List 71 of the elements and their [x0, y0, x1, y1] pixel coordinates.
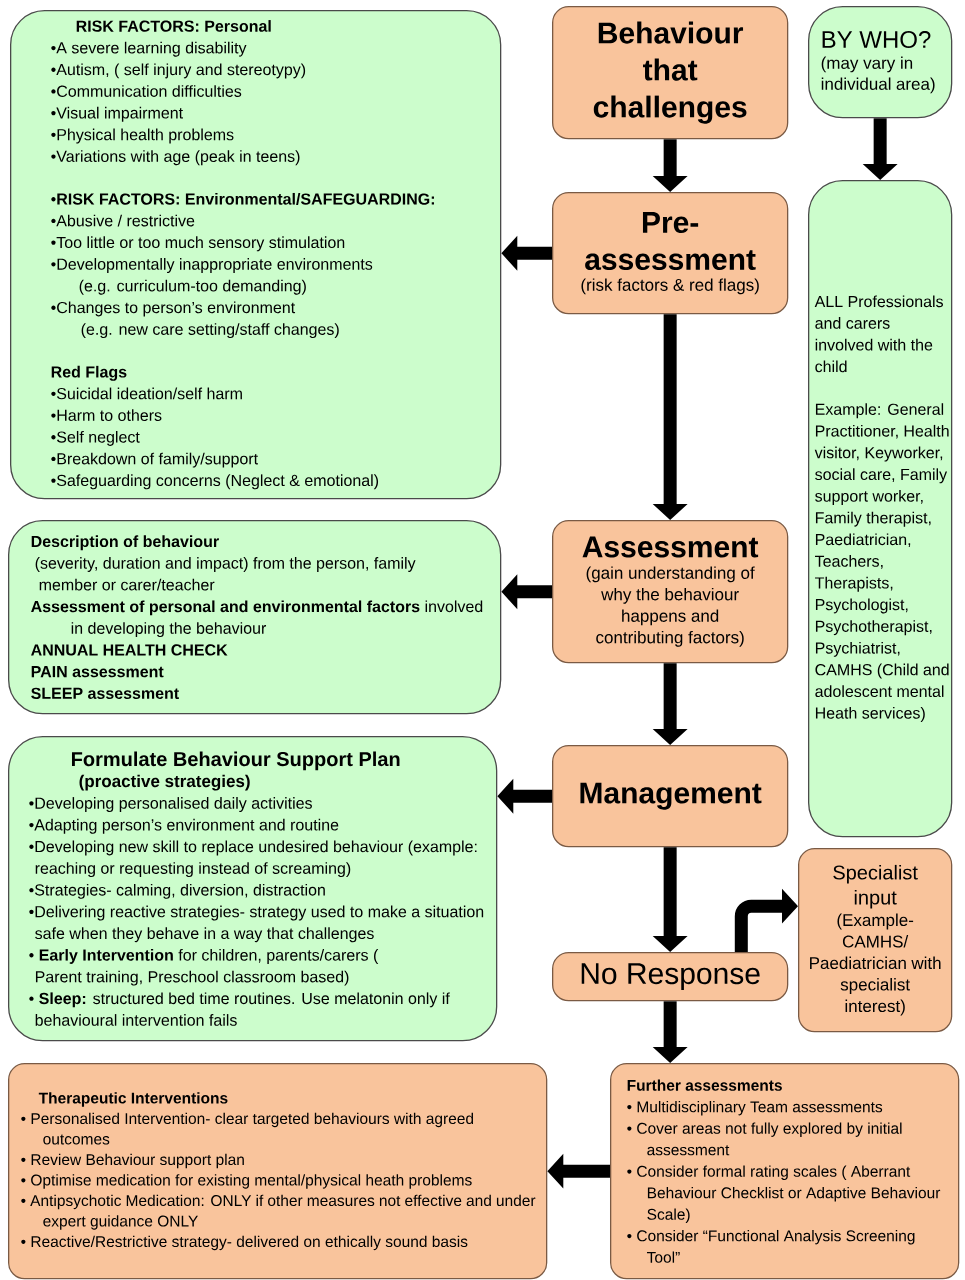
list-item: •Changes to person’s environment — [51, 301, 296, 317]
list-item: •Developing new skill to replace undesired behaviour (example: reaching or requesting instead of screaming) — [29, 840, 477, 878]
list-item: •Safeguarding concerns (Neglect & emotional) — [51, 474, 379, 490]
list-item: •Self neglect — [51, 430, 140, 446]
box-text: ALL Professionals and carers involved with the child — [814, 295, 943, 373]
list-item: •Too little or too much sensory stimulation — [51, 236, 345, 252]
list-item: • Personalised Intervention- clear targeted behaviours with agreed outcomes — [21, 1112, 474, 1145]
process-box — [552, 6, 789, 140]
section-heading: Description of behaviour — [31, 535, 219, 551]
info-panel — [8, 736, 498, 1042]
list-item: •Physical health problems — [51, 128, 234, 144]
section-heading: Therapeutic Interventions — [38, 1092, 228, 1107]
section-heading: Red Flags — [51, 365, 127, 381]
list-item: •Communication difficulties — [51, 85, 242, 97]
box-title: Behaviour that challenges — [593, 21, 747, 124]
list-item: • Optimise medication for existing mental/physical heath problems — [21, 1174, 472, 1189]
info-panel — [808, 180, 953, 838]
box-text: PAIN assessment — [31, 666, 164, 678]
list-item: • Cover areas not fully explored by initial assessment — [627, 1122, 902, 1156]
box-subtitle: (proactive strategies) — [79, 774, 250, 791]
box-title: Management — [580, 782, 762, 810]
process-box — [8, 1063, 548, 1280]
box-text: (Example- CAMHS/ Paediatrician with specialist interest) — [810, 913, 941, 1016]
list-item: •Visual impairment — [51, 106, 183, 122]
list-item: •Adapting person’s environment and routine — [29, 818, 339, 834]
list-item: • Multidisciplinary Team assessments — [627, 1100, 883, 1116]
box-title: BY WHO? — [822, 31, 931, 48]
box-title: Formulate Behaviour Support Plan — [72, 751, 400, 771]
list-item: •Autism, ( self injury and stereotypy) — [51, 63, 306, 79]
section-heading: RISK FACTORS: Personal — [76, 20, 271, 32]
list-item: •Variations with age (peak in teens) — [51, 150, 300, 166]
box-text: (e.g. new care setting/staff changes) — [81, 323, 339, 339]
list-item: • Antipsychotic Medication: ONLY if other measures not effective and under expert guidance ONLY — [21, 1194, 536, 1230]
box-text: (gain understanding of why the behaviour happens and contributing factors) — [586, 566, 755, 647]
box-text: SLEEP assessment — [31, 687, 179, 699]
process-box — [552, 192, 789, 315]
list-item: •Abusive / restrictive — [51, 214, 195, 227]
list-item: •A severe learning disability — [51, 41, 247, 57]
list-item: • Consider formal rating scales ( Aberrant Behaviour Checklist or Adaptive Behaviour Scale) — [627, 1165, 941, 1223]
box-text: ANNUAL HEALTH CHECK — [31, 644, 228, 656]
info-panel — [8, 520, 502, 715]
list-item: •Harm to others — [51, 409, 162, 421]
box-text: (severity, duration and impact) from the person, family member or carer/teacher — [35, 557, 416, 591]
list-item: •Suicidal ideation/self harm — [51, 387, 242, 400]
list-item: • Sleep: structured bed time routines. Use melatonin only if behavioural intervention fails — [29, 992, 450, 1026]
box-text: (e.g. curriculum-too demanding) — [79, 279, 306, 295]
box-text: Example: General Practitioner, Health visitor, Keyworker, social care, Family support worker, Family therapist, Paediatrician, Teachers, Therapists, Psychologist, Psychotherapist, Psychiatrist, CAMHS (Child and adolescent mental Heath services) — [814, 403, 949, 722]
box-title: No Response — [581, 963, 760, 991]
list-item: •Breakdown of family/support — [51, 452, 258, 468]
info-panel — [808, 6, 953, 119]
list-item: •Developmentally inappropriate environments — [51, 258, 373, 273]
process-box — [552, 745, 789, 848]
box-title: Pre-assessment — [585, 212, 756, 270]
list-item: • Review Behaviour support plan — [21, 1153, 244, 1169]
box-text: (risk factors & red flags) — [581, 278, 759, 295]
list-item: •Strategies- calming, diversion, distraction — [29, 883, 325, 899]
list-item: • Reactive/Restrictive strategy- delivered on ethically sound basis — [21, 1235, 468, 1251]
list-item: •RISK FACTORS: Environmental/SAFEGUARDING: — [51, 192, 434, 205]
box-title: Assessment — [582, 536, 759, 558]
box-text: Assessment of personal and environmental factors involved in developing the behaviour — [31, 600, 483, 638]
box-title: Specialist input — [833, 864, 918, 909]
process-box — [798, 848, 953, 1033]
list-item: •Developing personalised daily activities — [29, 797, 312, 812]
box-text: (may vary in individual area) — [821, 56, 935, 94]
section-heading: Further assessments — [627, 1079, 782, 1091]
list-item: • Early Intervention for children, parents/carers ( Parent training, Preschool classroom based) — [29, 949, 379, 986]
process-box — [552, 952, 789, 1002]
info-panel — [10, 10, 502, 500]
list-item: • Consider “Functional Analysis Screening Tool” — [627, 1229, 915, 1263]
process-box — [610, 1063, 960, 1280]
process-box — [552, 520, 789, 664]
